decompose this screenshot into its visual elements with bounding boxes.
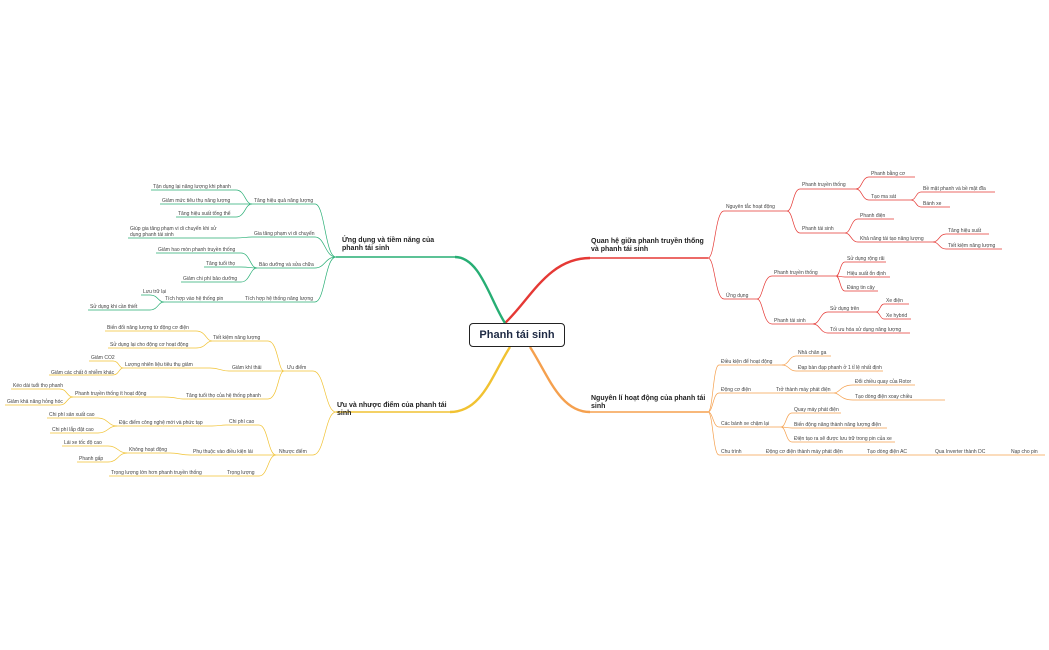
node-cycle-step-2[interactable]: Tạo dòng điện AC: [867, 449, 908, 455]
node-reuse-motor[interactable]: Sử dụng lại cho động cơ hoạt động: [110, 342, 189, 348]
node-stable-performance[interactable]: Hiệu suất ổn định: [847, 271, 886, 277]
node-installation-cost[interactable]: Chi phí lắp đặt cao: [52, 427, 94, 433]
node-use-when-needed[interactable]: Sử dụng khi cần thiết: [90, 304, 138, 310]
connector-main-yellow: [449, 346, 512, 414]
node-cycle-step-1[interactable]: Động cơ điện thành máy phát điện: [766, 449, 843, 455]
node-reverse-rotor[interactable]: Đổi chiều quay của Rotor: [855, 379, 912, 385]
connector-main-green: [454, 255, 507, 324]
node-high-speed[interactable]: Lái xe tốc độ cao: [64, 440, 102, 446]
node-operating-condition[interactable]: Điều kiện để hoạt động: [721, 359, 773, 365]
node-traditional-2[interactable]: Phanh truyền thống: [774, 270, 818, 276]
connectors-yellow: [5, 330, 337, 477]
root-node[interactable]: Phanh tái sinh: [469, 323, 565, 347]
node-used-on[interactable]: Sử dụng trên: [830, 306, 860, 312]
node-reuse-braking-energy[interactable]: Tận dụng lại năng lượng khi phanh: [153, 184, 231, 190]
node-release-throttle[interactable]: Nhả chân ga: [798, 350, 827, 356]
node-advantages[interactable]: Ưu điểm: [287, 365, 307, 371]
node-production-cost[interactable]: Chi phí sản xuất cao: [49, 412, 95, 418]
node-lower-consumption[interactable]: Giảm mức tiêu thụ năng lượng: [162, 198, 231, 204]
node-fuel-reduced[interactable]: Lượng nhiên liệu tiêu thụ giảm: [125, 362, 193, 368]
node-wheels-slow[interactable]: Các bánh xe chậm lại: [721, 421, 770, 427]
node-reduce-emission[interactable]: Giảm khí thải: [232, 365, 262, 371]
branch-title-application[interactable]: Ứng dụng và tiềm năng của phanh tái sinh: [342, 237, 435, 252]
node-convert-kinetic[interactable]: Biến động năng thành năng lượng điện: [794, 422, 881, 428]
node-application[interactable]: Ứng dụng: [726, 293, 749, 299]
connectors-green: [88, 189, 337, 311]
node-energy-efficiency[interactable]: Tăng hiệu quả năng lượng: [254, 198, 314, 204]
node-cycle-step-3[interactable]: Qua Inverter thành DC: [935, 449, 986, 455]
connectors-orange: [707, 355, 1045, 456]
node-wheel[interactable]: Bánh xe: [923, 201, 942, 207]
node-traditional-less-active[interactable]: Phanh truyền thống ít hoạt động: [75, 391, 147, 397]
node-becomes-generator[interactable]: Trở thành máy phát điện: [776, 387, 831, 393]
node-create-ac[interactable]: Tạo dòng điện xoay chiều: [855, 394, 913, 400]
node-press-brake-pedal[interactable]: Đạp bàn đạp phanh ở 1 tỉ lệ nhất định: [798, 365, 882, 371]
node-reliable[interactable]: Đáng tin cậy: [847, 285, 875, 291]
node-longer-life[interactable]: Tăng tuổi thọ: [206, 261, 236, 267]
node-store-back[interactable]: Lưu trữ lại: [143, 289, 167, 295]
node-high-cost[interactable]: Chi phí cao: [229, 419, 255, 425]
connector-main-orange: [528, 346, 591, 414]
branch-title-principle[interactable]: Nguyên lí hoạt động của phanh tái sinh: [591, 395, 706, 410]
node-save-energy-adv[interactable]: Tiết kiệm năng lượng: [213, 335, 261, 341]
node-disadvantages[interactable]: Nhược điểm: [279, 449, 307, 455]
node-traditional-1[interactable]: Phanh truyền thống: [802, 182, 846, 188]
node-convert-motor-energy[interactable]: Biến đổi năng lượng từ động cơ điện: [107, 325, 189, 331]
node-reduce-failure[interactable]: Giảm khả năng hỏng hóc: [7, 399, 63, 405]
node-driving-dependency[interactable]: Phụ thuộc vào điều kiện lái: [193, 449, 253, 455]
node-increase-range[interactable]: Gia tăng phạm vi di chuyển: [254, 231, 315, 237]
connectors-red: [707, 176, 1002, 334]
branch-title-pros-cons[interactable]: Ưu và nhược điểm của phanh tái sinh: [337, 402, 447, 417]
node-optimize-energy[interactable]: Tối ưu hóa sử dụng năng lượng: [830, 327, 902, 333]
node-brake-lifetime[interactable]: Tăng tuổi thọ của hệ thống phanh: [186, 393, 261, 399]
connector-main-red: [504, 256, 591, 324]
node-electric-vehicle[interactable]: Xe điện: [886, 298, 903, 304]
node-principle[interactable]: Nguyên tắc hoạt động: [726, 204, 775, 210]
node-overall-efficiency[interactable]: Tăng hiệu suất tổng thể: [178, 211, 231, 217]
node-energy-integration[interactable]: Tích hợp hệ thống năng lượng: [245, 296, 314, 302]
node-battery-integration[interactable]: Tích hợp vào hệ thống pin: [165, 296, 224, 302]
node-regen-capability[interactable]: Khả năng tái tạo năng lượng: [860, 236, 924, 242]
node-cycle[interactable]: Chu trình: [721, 449, 742, 455]
node-range-description[interactable]: Giúp gia tăng phạm vi di chuyển khi sử d…: [130, 226, 217, 238]
node-save-energy[interactable]: Tiết kiệm năng lượng: [948, 243, 996, 249]
node-not-operating[interactable]: Không hoạt động: [129, 447, 168, 453]
node-electric-brake[interactable]: Phanh điện: [860, 213, 886, 219]
node-cycle-step-4[interactable]: Nạp cho pin: [1011, 449, 1038, 455]
branch-title-relation[interactable]: Quan hệ giữa phanh truyền thống và phanh…: [591, 238, 704, 253]
node-spin-generator[interactable]: Quay máy phát điện: [794, 407, 839, 413]
node-increase-efficiency[interactable]: Tăng hiệu suất: [948, 228, 982, 234]
node-sudden-brake[interactable]: Phanh gấp: [79, 456, 104, 462]
node-extend-lifetime[interactable]: Kéo dài tuổi thọ phanh: [13, 383, 64, 389]
node-electric-motor[interactable]: Động cơ điện: [721, 387, 751, 393]
node-disc-surface[interactable]: Bề mặt phanh và bề mặt đĩa: [923, 186, 986, 192]
node-hybrid-vehicle[interactable]: Xe hybrid: [886, 313, 908, 319]
node-friction[interactable]: Tạo ma sát: [871, 194, 897, 200]
node-heavier[interactable]: Trọng lượng lớn hơn phanh truyền thống: [111, 470, 202, 476]
node-weight[interactable]: Trọng lượng: [227, 470, 255, 476]
node-mechanical-brake[interactable]: Phanh bằng cơ: [871, 171, 906, 177]
node-less-wear[interactable]: Giảm hao mòn phanh truyền thống: [158, 247, 236, 253]
node-regen-2[interactable]: Phanh tái sinh: [774, 318, 806, 324]
node-regen-1[interactable]: Phanh tái sinh: [802, 226, 834, 232]
node-lower-maintenance-cost[interactable]: Giảm chi phí bảo dưỡng: [183, 276, 238, 282]
node-reduce-pollutants[interactable]: Giảm các chất ô nhiễm khác: [51, 370, 115, 376]
node-reduce-co2[interactable]: Giảm CO2: [91, 355, 115, 361]
node-store-battery[interactable]: Điện tạo ra sẽ được lưu trữ trong pin củ…: [794, 436, 892, 442]
node-maintenance[interactable]: Bảo dưỡng và sửa chữa: [259, 262, 314, 268]
node-new-tech[interactable]: Đặc điểm công nghệ mới và phức tạp: [119, 420, 203, 426]
node-widely-used[interactable]: Sử dụng rộng rãi: [847, 256, 885, 262]
